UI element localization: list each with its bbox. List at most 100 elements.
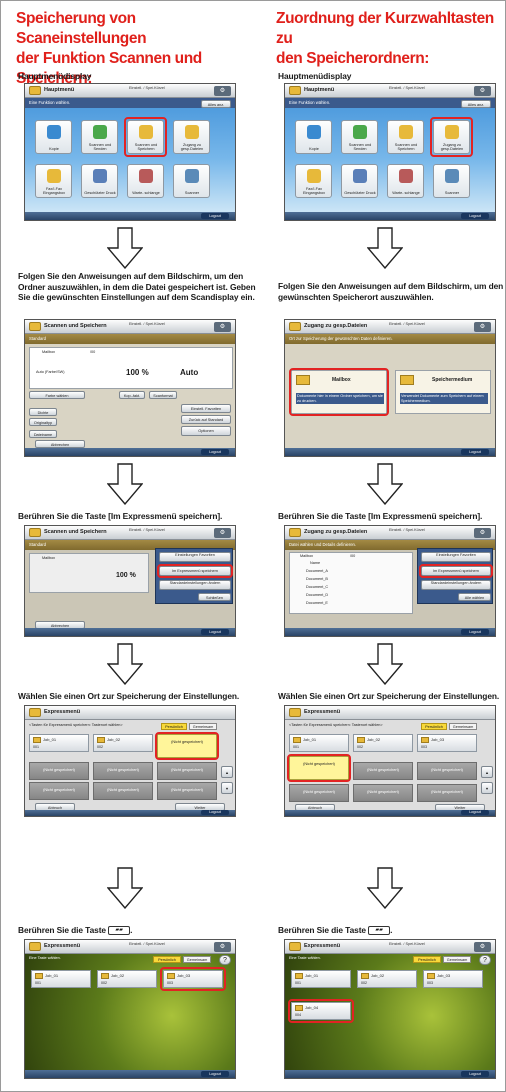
scan-store-tile[interactable]: Scannen und Speichern (127, 120, 164, 154)
show-all-button[interactable]: Alles anz. (461, 100, 491, 108)
logout-button[interactable]: Logout (201, 213, 229, 219)
scan-size-button[interactable]: Scanformat (149, 391, 177, 399)
empty-slot[interactable]: (Nicht gespeichert) (353, 784, 413, 802)
settings-shortcut[interactable]: Einstell. / Spei.Kürzel (389, 322, 425, 326)
gear-icon[interactable]: ⚙ (474, 86, 491, 96)
logout-button[interactable]: Logout (461, 449, 489, 455)
scroll-up-icon[interactable]: ▲ (221, 766, 233, 778)
tab-personal[interactable]: Persönlich (161, 723, 187, 730)
settings-shortcut[interactable]: Einstell. / Spei.Kürzel (389, 528, 425, 532)
empty-slot-selected[interactable]: (Nicht gespeichert) (289, 756, 349, 780)
copy-tile[interactable]: Kopie (35, 120, 72, 154)
access-files-tile[interactable]: Zugang zu gesp.Dateien (433, 120, 470, 154)
save-to-express-menu-item[interactable]: Im Expressmenü speichern (421, 566, 491, 576)
empty-slot[interactable]: (Nicht gespeichert) (29, 782, 89, 800)
logout-button[interactable]: Logout (201, 810, 229, 815)
empty-slot[interactable]: (Nicht gespeichert) (157, 782, 217, 800)
scan-send-tile[interactable]: Scannen und Senden (341, 120, 378, 154)
logout-button[interactable]: Logout (461, 213, 489, 219)
gear-icon[interactable]: ⚙ (474, 322, 491, 332)
help-icon[interactable]: ? (219, 955, 231, 965)
original-type-button[interactable]: Originaltyp (29, 418, 57, 426)
file-row[interactable]: Document_A (306, 569, 328, 573)
options-button[interactable]: Optionen (181, 426, 231, 436)
queue-tile[interactable]: Warte- schlange (127, 164, 164, 198)
empty-slot[interactable]: (Nicht gespeichert) (93, 762, 153, 780)
settings-shortcut[interactable]: Einstell. / Spei.Kürzel (129, 528, 165, 532)
tab-shared[interactable]: Gemeinsam (189, 723, 217, 730)
fax-inbox-tile[interactable]: Fax/I-Fax Eingangsbox (35, 164, 72, 198)
logout-button[interactable]: Logout (201, 449, 229, 455)
tab-shared[interactable]: Gemeinsam (449, 723, 477, 730)
favorite-settings-item[interactable]: Einstellungen Favoriten (421, 552, 491, 562)
select-all-button[interactable]: Alle wählen (458, 593, 491, 601)
show-all-button[interactable]: Alles anz. (201, 100, 231, 108)
settings-shortcut[interactable]: Einstell. / Spei.Kürzel (129, 86, 165, 90)
gear-icon[interactable]: ⚙ (474, 942, 491, 952)
scanner-tile[interactable]: Scanner (433, 164, 470, 198)
mailbox-option[interactable]: Mailbox Dokumente hier in einem Ordner s… (291, 370, 387, 414)
secure-print-tile[interactable]: Geschützter Druck (81, 164, 118, 198)
gear-icon[interactable]: ⚙ (214, 528, 231, 538)
favorite-settings-button[interactable]: Einstell. Favoriten (181, 404, 231, 413)
scan-store-tile[interactable]: Scannen und Speichern (387, 120, 424, 154)
change-defaults-item[interactable]: Standardeinstellungen ändern (159, 580, 231, 590)
logout-button[interactable]: Logout (461, 1071, 489, 1077)
density-button[interactable]: Dichte (29, 408, 57, 416)
select-color-button[interactable]: Farbe wählen (29, 391, 85, 399)
empty-slot[interactable]: (Nicht gespeichert) (353, 762, 413, 780)
favorite-settings-item[interactable]: Einstellungen Favoriten (159, 552, 231, 562)
copy-tile[interactable]: Kopie (295, 120, 332, 154)
gear-icon[interactable]: ⚙ (214, 942, 231, 952)
secure-print-tile[interactable]: Geschützter Druck (341, 164, 378, 198)
file-row[interactable]: Document_E (306, 601, 328, 605)
memory-media-option[interactable]: Speichermedium Verwendet Dokumente zum S… (395, 370, 491, 414)
empty-slot[interactable]: (Nicht gespeichert) (417, 784, 477, 802)
settings-shortcut[interactable]: Einstell. / Spei.Kürzel (129, 942, 165, 946)
cancel-button[interactable]: Abbrechen (35, 440, 85, 448)
logout-button[interactable]: Logout (461, 629, 489, 635)
tab-personal[interactable]: Persönlich (153, 956, 181, 963)
gear-icon[interactable]: ⚙ (474, 528, 491, 538)
settings-shortcut[interactable]: Einstell. / Spei.Kürzel (389, 86, 425, 90)
file-row[interactable]: Document_C (306, 585, 329, 589)
access-files-tile[interactable]: Zugang zu gesp.Dateien (173, 120, 210, 154)
file-name-button[interactable]: Dateiname (29, 430, 57, 438)
help-icon[interactable]: ? (479, 955, 491, 965)
logout-button[interactable]: Logout (201, 1071, 229, 1077)
reset-defaults-button[interactable]: Zurück auf Standard (181, 415, 231, 424)
close-button[interactable]: Schließen (198, 593, 231, 601)
scroll-down-icon[interactable]: ▼ (221, 782, 233, 794)
logout-button[interactable]: Logout (461, 810, 489, 815)
scroll-down-icon[interactable]: ▼ (481, 782, 493, 794)
tab-personal[interactable]: Persönlich (421, 723, 447, 730)
settings-shortcut[interactable]: Einstell. / Spei.Kürzel (129, 322, 165, 326)
file-row[interactable]: Document_D (306, 593, 329, 597)
empty-slot[interactable]: (Nicht gespeichert) (417, 762, 477, 780)
scanner-tile[interactable]: Scanner (173, 164, 210, 198)
tab-shared[interactable]: Gemeinsam (183, 956, 211, 963)
file-row[interactable]: Document_B (306, 577, 328, 581)
change-defaults-item[interactable]: Standardeinstellungen ändern (421, 580, 491, 590)
fax-inbox-tile[interactable]: Fax/I-Fax Eingangsbox (295, 164, 332, 198)
empty-slot[interactable]: (Nicht gespeichert) (93, 782, 153, 800)
settings-shortcut[interactable]: Einstell. / Spei.Kürzel (389, 942, 425, 946)
logout-button[interactable]: Logout (201, 629, 229, 635)
empty-slot[interactable]: (Nicht gespeichert) (157, 762, 217, 780)
gear-icon[interactable]: ⚙ (214, 322, 231, 332)
zoom-button[interactable]: Kop.-fakt. (119, 391, 145, 399)
scroll-up-icon[interactable]: ▲ (481, 766, 493, 778)
empty-slot-selected[interactable]: (Nicht gespeichert) (157, 734, 217, 758)
